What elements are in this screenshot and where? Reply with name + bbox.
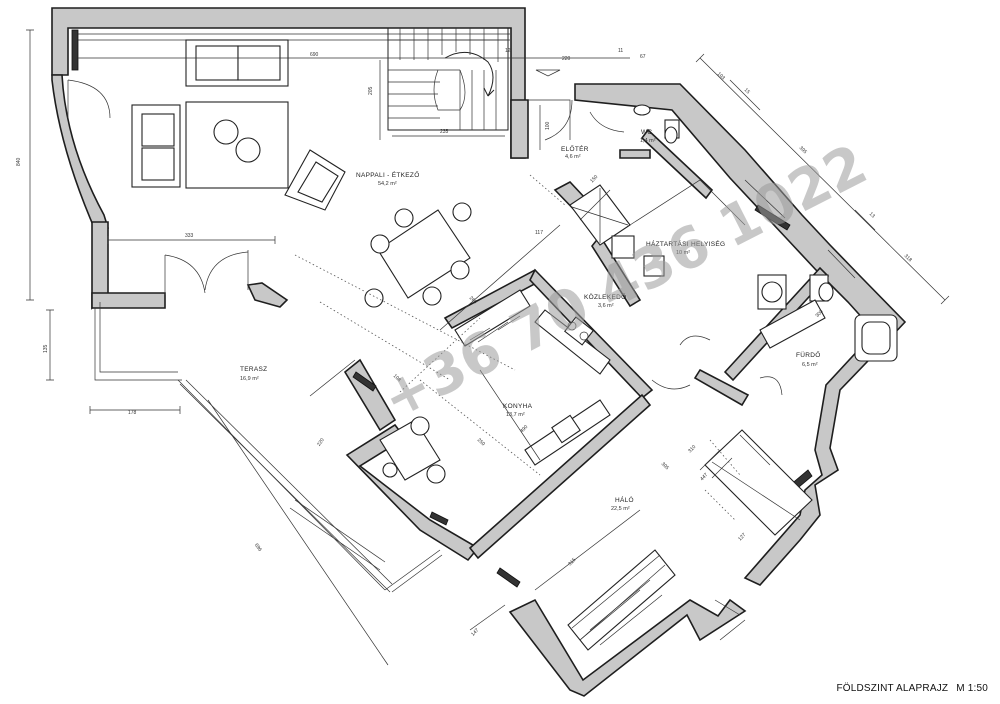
plan-scale: M 1:50: [956, 683, 988, 694]
wall-bedroom-top: [693, 368, 750, 407]
room-area-wc: 1,4 m²: [640, 138, 656, 144]
dim-150: 150: [589, 174, 599, 184]
room-name-kozlekedo: KÖZLEKEDŐ: [584, 292, 626, 301]
dim-250: 250: [476, 437, 486, 447]
wardrobe: [567, 549, 676, 651]
dim-260: 260: [468, 295, 478, 305]
kitchen-fixtures: [379, 289, 711, 484]
dim-310: 310: [687, 444, 697, 454]
dining-table: [377, 209, 471, 299]
dim-315: 315: [567, 557, 577, 567]
room-name-wc: WC: [641, 129, 652, 136]
room-name-furdo: FÜRDŐ: [796, 350, 821, 359]
room-labels: NAPPALI - ÉTKEZŐ 54,2 m² ELŐTÉR 4,6 m² W…: [240, 129, 821, 512]
wall-kitchen-bottom: [468, 393, 652, 560]
laundry-bath-fixtures: [569, 179, 898, 396]
room-area-konyha: 13,7 m²: [506, 412, 525, 418]
living-furniture: [67, 39, 472, 308]
entry-fixtures: [528, 69, 680, 144]
bedroom-furniture: [567, 429, 813, 651]
wall-right-outer: [574, 83, 907, 586]
room-area-haztartasi: 10 m²: [676, 250, 690, 256]
dim-135: 135: [43, 344, 49, 353]
dim-205: 205: [368, 86, 374, 95]
dim-147: 147: [470, 627, 480, 637]
dim-220: 220: [562, 56, 571, 62]
dim-305: 305: [660, 461, 670, 471]
room-area-furdo: 6,5 m²: [802, 362, 818, 368]
windows: [78, 33, 856, 641]
room-name-terasz: TERASZ: [240, 366, 267, 373]
dim-235: 235: [440, 129, 449, 135]
room-name-haztartasi: HÁZTARTÁSI HELYISÉG: [646, 239, 725, 248]
dim-690: 690: [310, 52, 319, 58]
room-area-terasz: 16,9 m²: [240, 376, 259, 382]
wall-wc-right: [640, 128, 714, 200]
dim-67: 67: [640, 54, 646, 60]
room-area-kozlekedo: 3,6 m²: [598, 303, 614, 309]
wall-wc: [619, 149, 651, 159]
dim-395: 395: [798, 145, 808, 155]
dimension-lines: [26, 29, 950, 666]
room-area-eloter: 4,6 m²: [565, 154, 581, 160]
wall-living-terrace-2: [246, 282, 289, 308]
dim-333: 333: [185, 233, 194, 239]
bed: [704, 429, 813, 536]
dim-840: 840: [16, 157, 22, 166]
dotted-lines: [294, 174, 741, 521]
dim-490: 490: [519, 424, 529, 434]
plan-title: FÖLDSZINT ALAPRAJZ: [836, 683, 949, 694]
dim-103: 103: [716, 71, 726, 81]
dimension-texts: 690 840 205 235 12 220 11 67 100 333 117…: [16, 48, 913, 638]
dim-127: 127: [737, 532, 747, 542]
dim-13: 13: [868, 211, 876, 219]
dim-12: 12: [505, 48, 511, 54]
dim-178: 178: [128, 410, 137, 416]
dim-11: 11: [618, 48, 623, 54]
room-area-nappali: 54,2 m²: [378, 181, 397, 187]
dim-696: 696: [253, 542, 263, 552]
watermark-phone: +36 70 436 1022: [372, 132, 877, 432]
room-name-eloter: ELŐTÉR: [561, 144, 589, 153]
dim-108: 108: [392, 373, 402, 383]
wall-left-bay: [51, 74, 109, 233]
dim-220b: 220: [316, 437, 326, 447]
dim-447: 447: [699, 472, 709, 482]
room-name-halo: HÁLÓ: [615, 495, 634, 504]
room-area-halo: 22,5 m²: [611, 506, 630, 512]
wall-entry: [510, 99, 529, 159]
wall-living-terrace: [91, 292, 166, 309]
room-name-konyha: KONYHA: [503, 403, 533, 410]
dim-318: 318: [903, 253, 913, 263]
wall-laundry-bottom: [591, 234, 642, 308]
wall-bedroom-bottom: [508, 598, 747, 697]
room-name-nappali: NAPPALI - ÉTKEZŐ: [356, 170, 420, 179]
dim-15: 15: [743, 87, 751, 95]
dim-300: 300: [814, 309, 824, 319]
plan-caption: FÖLDSZINT ALAPRAJZ M 1:50: [828, 683, 988, 694]
dim-117: 117: [535, 230, 543, 236]
staircase: [387, 27, 509, 131]
dim-100: 100: [545, 121, 551, 130]
